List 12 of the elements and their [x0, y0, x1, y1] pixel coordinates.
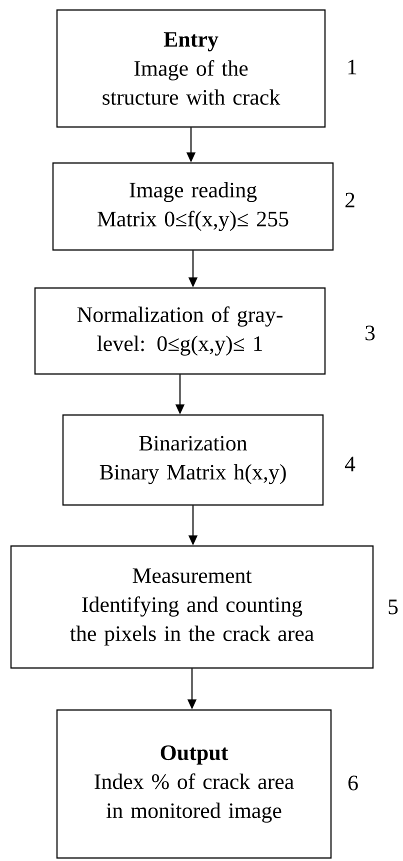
step-number: 6 — [348, 776, 358, 790]
step-number: 5 — [388, 600, 398, 614]
step-number: 3 — [366, 326, 375, 340]
process-box: Image reading Matrix 0≤f(x,y)≤ 255 — [52, 162, 334, 251]
process-box: Binarization Binary Matrix h(x,y) — [62, 414, 324, 506]
step-number: 1 — [348, 60, 356, 74]
step-number: 2 — [345, 192, 354, 208]
process-box: Output Index % of crack area in monitored image — [56, 709, 332, 859]
process-box: Measurement Identifying and counting the pixels in the crack area — [10, 545, 374, 669]
process-box: Entry Image of the structure with crack — [56, 9, 326, 128]
step-number: 4 — [344, 456, 356, 472]
process-box: Normalization of gray-level: 0≤g(x,y)≤ 1 — [34, 287, 326, 375]
